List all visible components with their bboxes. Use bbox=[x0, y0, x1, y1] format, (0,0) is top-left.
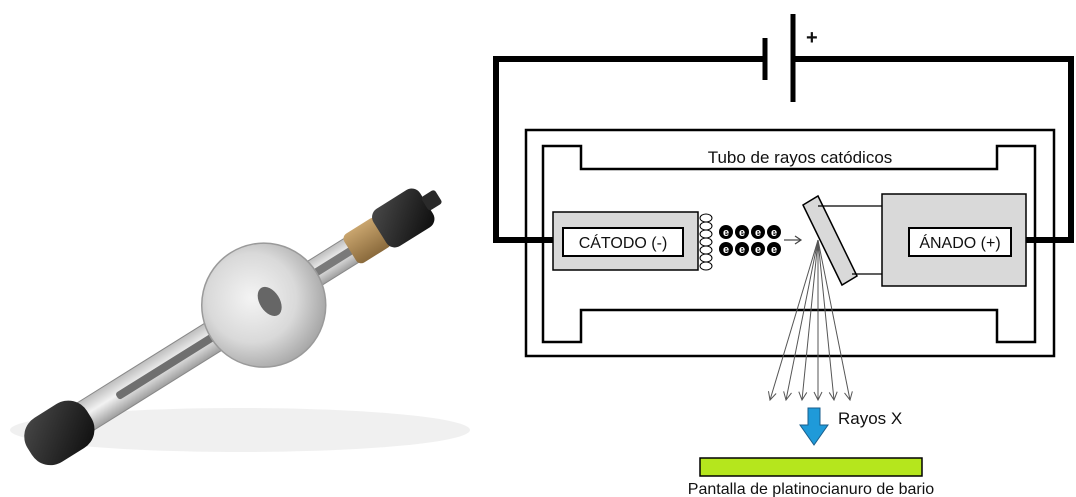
filament-coil bbox=[699, 213, 713, 271]
electron-symbol: e bbox=[723, 227, 729, 239]
xray-line-arrowhead bbox=[798, 391, 808, 402]
cathode-label-box bbox=[562, 227, 684, 257]
anode-label: ÁNADO (+) bbox=[919, 233, 1000, 252]
xray-line-arrowhead bbox=[783, 391, 792, 402]
xray-line-arrowhead bbox=[813, 391, 823, 402]
xray-line-arrowhead bbox=[828, 391, 838, 402]
xray-line bbox=[785, 239, 819, 401]
photo-right-terminal bbox=[421, 190, 442, 211]
xray-line bbox=[817, 239, 835, 401]
electron-symbol: e bbox=[771, 227, 777, 239]
electron-symbol: e bbox=[755, 244, 761, 256]
electron bbox=[735, 242, 749, 256]
electron bbox=[735, 225, 749, 239]
xray-line-arrowhead bbox=[767, 391, 777, 402]
xray-line bbox=[769, 239, 819, 401]
electron bbox=[767, 225, 781, 239]
cathode-label: CÁTODO (-) bbox=[579, 233, 668, 252]
electron-symbol: e bbox=[755, 227, 761, 239]
electron bbox=[751, 225, 765, 239]
anode-label-box bbox=[908, 227, 1012, 257]
xray-line bbox=[801, 239, 819, 401]
electron-symbol: e bbox=[739, 227, 745, 239]
tube-outer-wall bbox=[524, 128, 1056, 358]
photo-right-cap bbox=[372, 188, 435, 248]
electron bbox=[719, 225, 733, 239]
xray-line bbox=[817, 239, 851, 401]
anode-target-plate bbox=[802, 194, 858, 287]
tube-label: Tubo de rayos catódicos bbox=[708, 148, 893, 167]
wire-right bbox=[793, 56, 1074, 243]
rays-label: Rayos X bbox=[838, 409, 902, 428]
wire-left bbox=[493, 56, 765, 243]
electron bbox=[767, 242, 781, 256]
electron-symbol: e bbox=[723, 244, 729, 256]
photo-shadow bbox=[10, 408, 470, 452]
electron-symbol: e bbox=[771, 244, 777, 256]
photo-target bbox=[257, 286, 282, 317]
photo-left-cap bbox=[24, 400, 95, 466]
fluorescent-screen bbox=[699, 457, 923, 477]
electron bbox=[751, 242, 765, 256]
electron-beam-arrowhead bbox=[794, 235, 803, 245]
battery-plus-sign: + bbox=[806, 27, 818, 49]
electron-symbol: e bbox=[739, 244, 745, 256]
xray-line-arrowhead bbox=[844, 391, 853, 402]
photo-tube-body bbox=[24, 188, 442, 466]
xray-tube-photo bbox=[10, 188, 470, 466]
tube-inner-wall bbox=[541, 144, 1037, 344]
xray-down-arrow-icon bbox=[799, 407, 829, 446]
xray-lines bbox=[767, 239, 853, 402]
electron bbox=[719, 242, 733, 256]
screen-label: Pantalla de platinocianuro de bario bbox=[688, 481, 935, 497]
